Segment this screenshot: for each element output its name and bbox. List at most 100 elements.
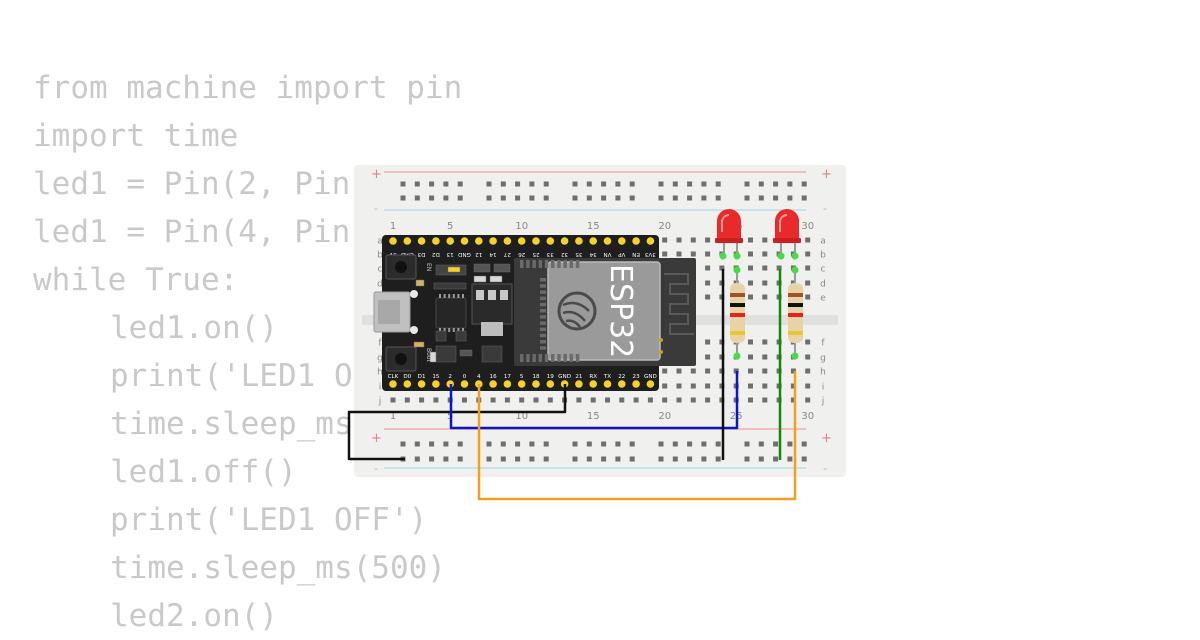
smd-component [489, 275, 503, 283]
rail-hole [701, 441, 707, 447]
rail-hole [715, 441, 721, 447]
module-pad [563, 260, 567, 268]
header-pin [517, 237, 526, 245]
row-letter: b [377, 251, 383, 261]
terminal-hole [705, 368, 711, 374]
led-1-rim [715, 238, 743, 243]
rail-minus-bottom-right: - [823, 462, 827, 475]
row-letter: b [820, 251, 826, 261]
terminal-hole [805, 280, 811, 286]
header-pin [532, 380, 540, 388]
terminal-hole [419, 397, 425, 403]
terminal-hole [748, 265, 753, 271]
smd-component [473, 275, 487, 283]
led-2-highlight [779, 214, 788, 232]
rail-hole [758, 441, 764, 447]
column-number-bottom: 10 [515, 411, 528, 422]
resistor-1[interactable] [730, 270, 745, 356]
header-pin [589, 380, 597, 388]
rail-hole [687, 195, 693, 201]
hl-res1-bottom [733, 352, 741, 360]
terminal-hole [676, 237, 682, 243]
rail-hole [801, 195, 807, 201]
module-castellated-pads [520, 260, 580, 362]
header-pin [403, 380, 412, 388]
rail-hole [672, 181, 678, 187]
row-letter: j [378, 397, 382, 407]
rail-hole [486, 195, 492, 201]
terminal-hole [705, 383, 711, 389]
rail-hole [400, 195, 406, 201]
espressif-logo-icon [557, 291, 597, 331]
esp32-pin-label: 32 [561, 251, 568, 257]
esp32-pin-label: 25 [532, 251, 540, 257]
module-pad [563, 354, 567, 362]
chip-leg [448, 328, 451, 332]
terminal-hole [762, 265, 768, 271]
header-pin [532, 237, 540, 245]
module-pad [569, 260, 574, 268]
wire-black-gnd [347, 384, 567, 461]
terminal-hole [748, 251, 753, 257]
header-pin [432, 237, 440, 245]
rail-minus-bottom-left: - [374, 462, 378, 475]
hl-led1-left [719, 252, 727, 260]
smd-component [435, 345, 457, 363]
header-pin [589, 237, 597, 245]
terminal-hole [576, 397, 582, 403]
esp32-devkit[interactable]: 3V3ENVPVN343532332526271412GND13D2D3CMD5… [373, 235, 696, 391]
row-letter: j [821, 397, 825, 407]
module-pad [551, 354, 555, 362]
boot-button-label: Boot [425, 348, 432, 362]
rail-hole [457, 441, 463, 447]
terminal-hole [690, 368, 696, 374]
code-line: while True: [33, 262, 239, 298]
row-letter: c [821, 265, 826, 275]
rail-hole [701, 195, 707, 201]
rail-hole [629, 441, 635, 447]
rail-hole [787, 195, 793, 201]
rail-hole [414, 441, 420, 447]
terminal-hole [662, 397, 668, 403]
rail-hole [773, 181, 779, 187]
column-number-top: 5 [447, 221, 453, 232]
esp32-pin-label: 35 [575, 251, 583, 257]
rail-hole [400, 181, 406, 187]
terminal-hole [805, 251, 811, 257]
header-pin [417, 380, 426, 388]
esp32-pin-label: 14 [489, 251, 497, 257]
header-pin [446, 237, 455, 245]
row-letter: d [377, 280, 383, 290]
rail-hole [443, 456, 449, 462]
rail-hole [629, 456, 635, 462]
rail-hole [773, 195, 779, 201]
terminal-hole [390, 397, 396, 403]
esp32-top-pin-labels: 3V3ENVPVN343532332526271412GND13D2D3CMD5… [389, 251, 656, 257]
terminal-hole [748, 237, 753, 243]
rail-hole [586, 456, 592, 462]
smd-component [413, 341, 425, 348]
terminal-hole [805, 294, 811, 300]
esp32-pin-label: 13 [446, 251, 454, 257]
module-pad [557, 354, 561, 362]
terminal-hole [762, 368, 768, 374]
rail-hole [500, 456, 506, 462]
led-1[interactable] [715, 209, 743, 256]
module-pad [557, 260, 561, 268]
chip-leg [457, 328, 460, 332]
code-line: time.sleep_ms [110, 406, 353, 442]
chip-leg [452, 328, 455, 332]
chip-leg [443, 328, 446, 332]
rail-hole [457, 195, 463, 201]
header-pin [632, 237, 640, 245]
rail-hole [601, 441, 607, 447]
rail-hole [773, 441, 779, 447]
terminal-hole [662, 251, 668, 257]
header-pin [389, 237, 397, 245]
led-2[interactable] [773, 209, 801, 256]
module-pad [575, 354, 580, 362]
resistor-1-band-3 [730, 313, 745, 317]
resistor-2[interactable] [788, 270, 803, 356]
header-pin [489, 380, 497, 388]
